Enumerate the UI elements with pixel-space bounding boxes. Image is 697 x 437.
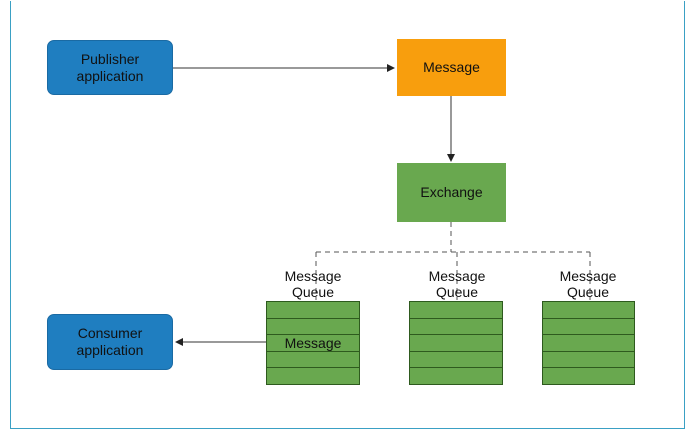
queue-1-message: Message [284,335,342,351]
message-label: Message [423,59,480,75]
exchange-box: Exchange [397,163,506,222]
queue-3-label: Message Queue [559,268,617,300]
queue-2-label: Message Queue [428,268,486,300]
consumer-application-box: Consumer application [47,314,173,370]
diagram-frame [10,1,685,429]
queue-3 [542,301,635,385]
message-box: Message [397,39,506,96]
publisher-application-label: Publisher application [76,50,144,84]
publisher-application-box: Publisher application [47,40,173,95]
queue-1: Message [266,301,360,385]
exchange-label: Exchange [420,184,483,200]
queue-2 [409,301,503,385]
queue-1-label: Message Queue [284,268,342,300]
consumer-application-label: Consumer application [76,325,144,358]
